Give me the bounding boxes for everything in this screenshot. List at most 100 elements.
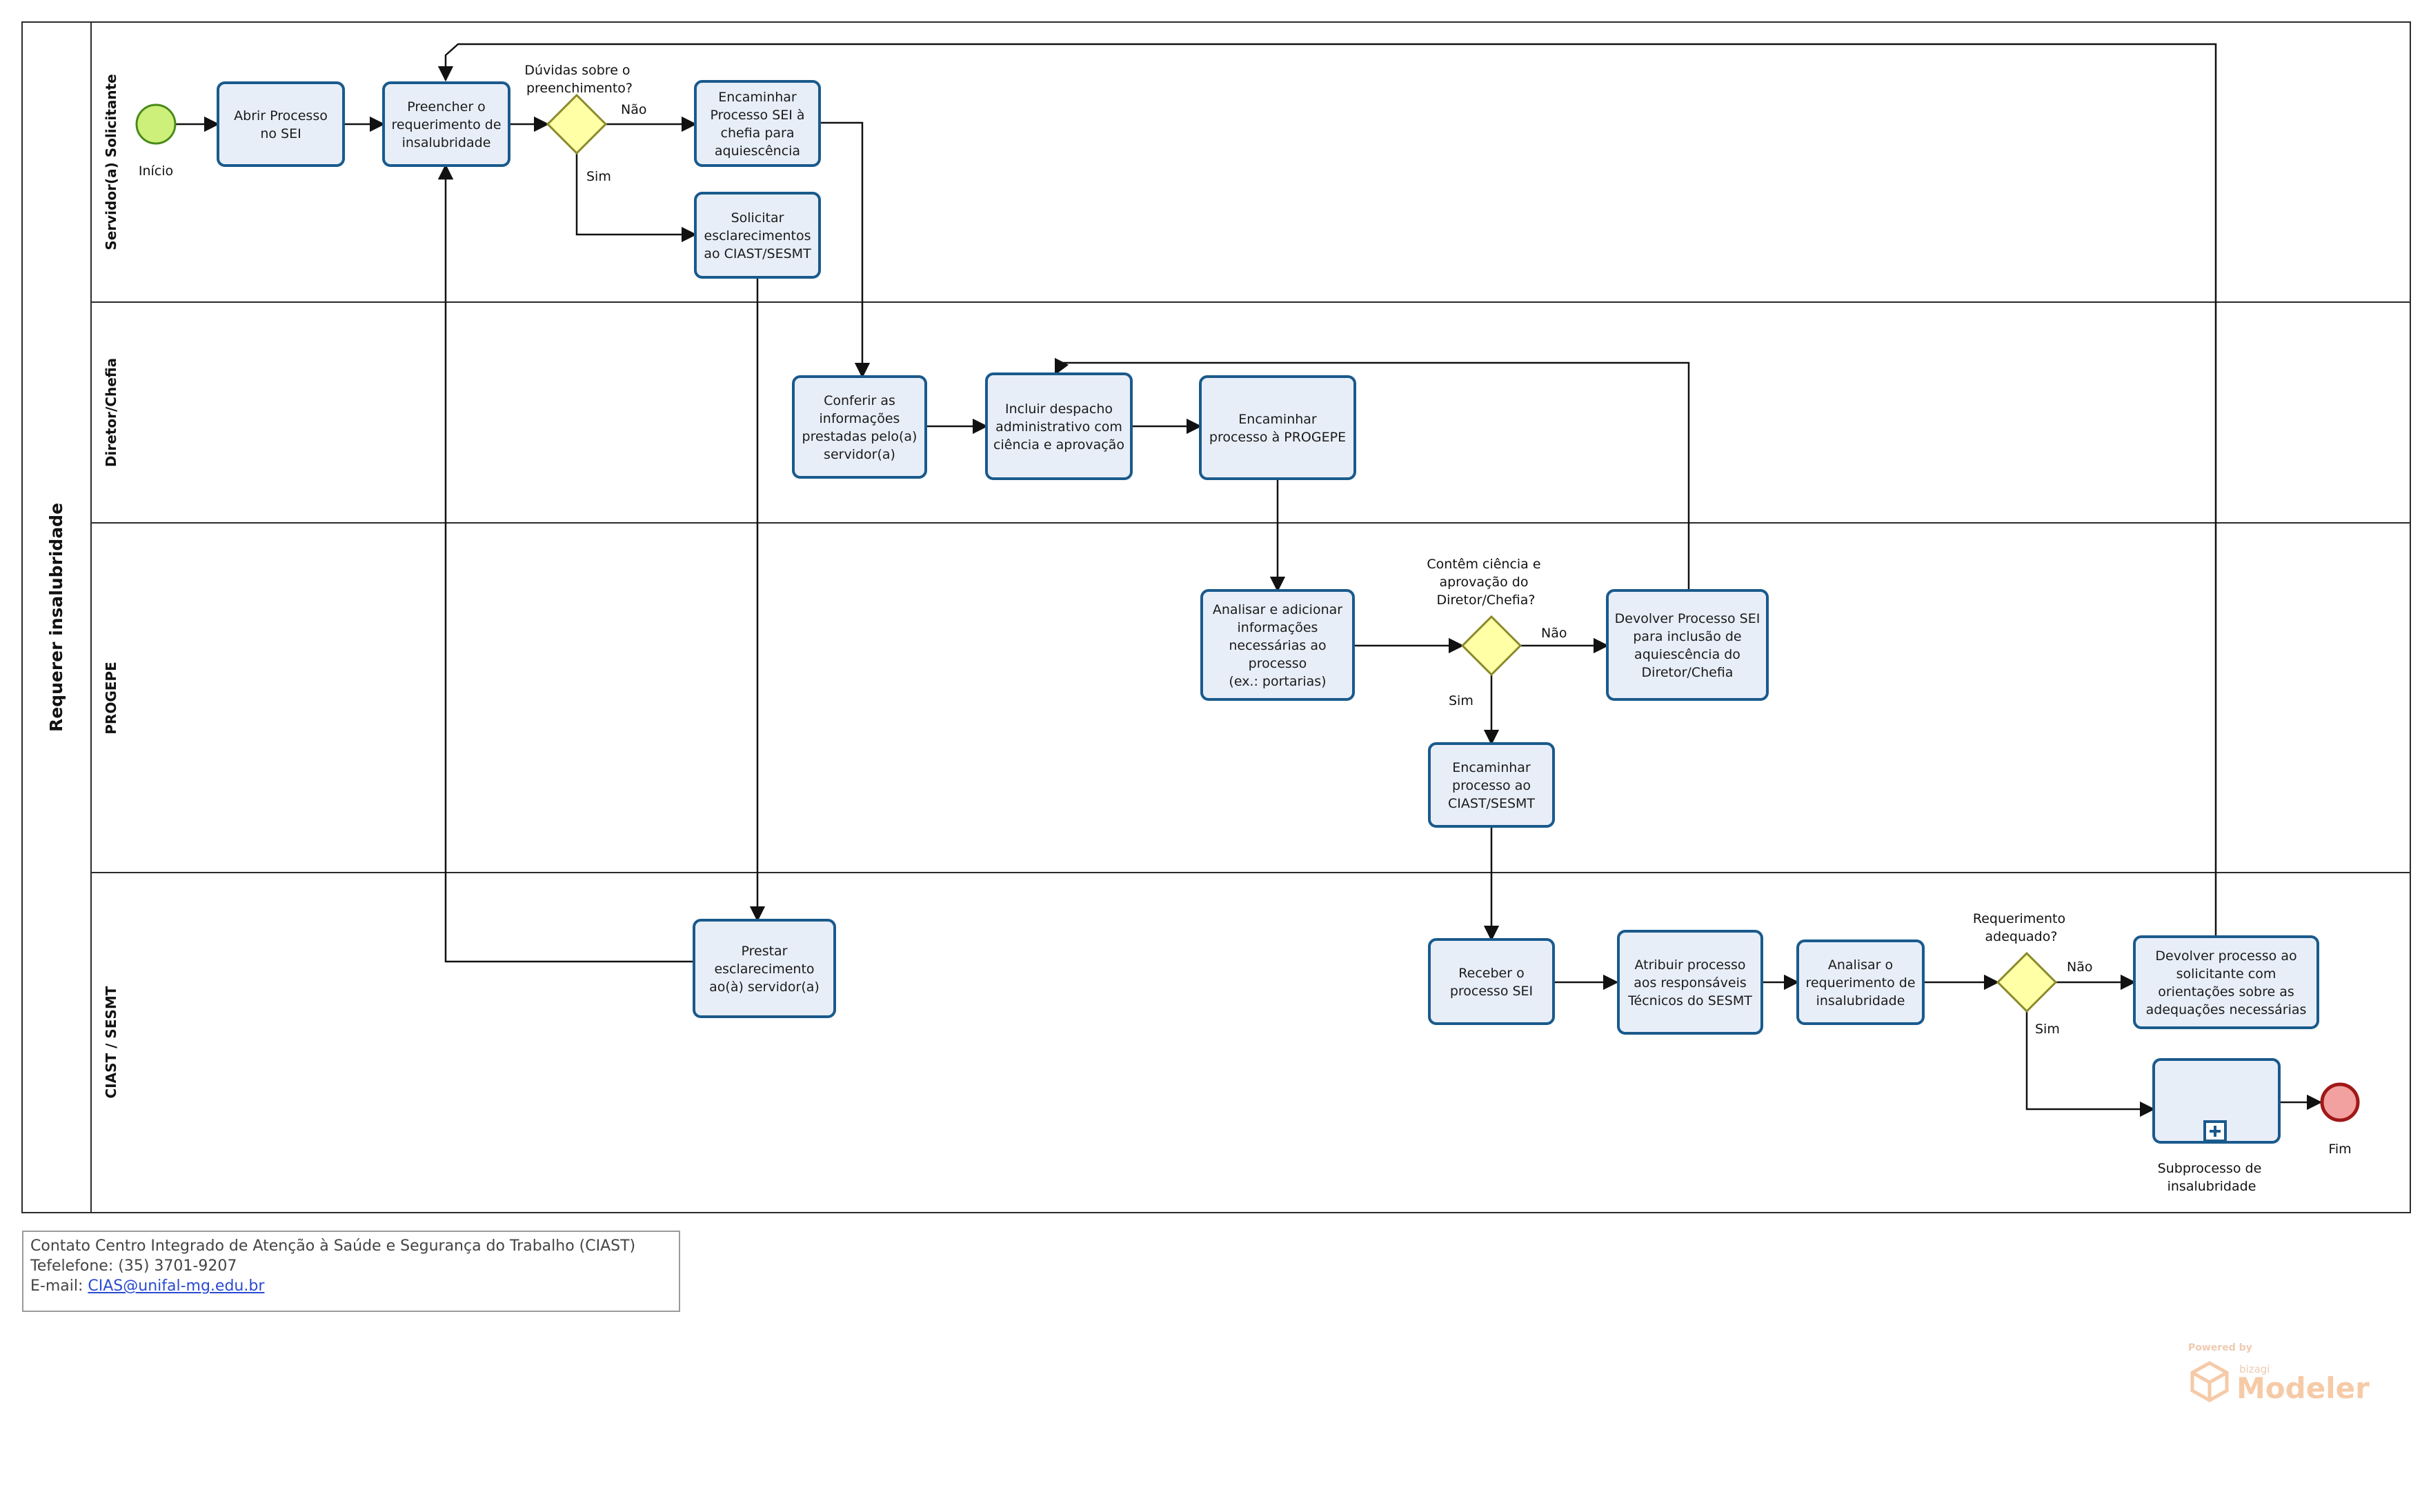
expand-plus-icon[interactable] xyxy=(2203,1120,2227,1142)
start-event[interactable] xyxy=(135,103,177,145)
gateway-duvidas[interactable] xyxy=(546,93,608,155)
task-label-line: Encaminhar xyxy=(1452,760,1531,775)
task-label-line: processo ao xyxy=(1452,778,1531,793)
label-yes-duvidas: Sim xyxy=(586,169,611,184)
task-label-line: adequações necessárias xyxy=(2146,1002,2307,1017)
flow-devolver-preencher xyxy=(437,43,2217,935)
subprocess-insalubridade[interactable] xyxy=(2152,1058,2281,1144)
task-label-line: aquiescência do xyxy=(1634,647,1740,662)
end-event-label: Fim xyxy=(2328,1142,2351,1157)
task-label-line: solicitante com xyxy=(2176,966,2276,982)
bizagi-logo-icon xyxy=(2190,1361,2229,1402)
contact-email-line: E-mail: CIAS@unifal-mg.edu.br xyxy=(30,1276,672,1296)
watermark-powered-by: Powered by xyxy=(2188,1342,2252,1353)
task-label-line: Analisar o xyxy=(1828,957,1893,973)
task-label-line: chefia para xyxy=(721,126,795,141)
task-label: Analisar o requerimento de insalubridade xyxy=(1805,957,1915,1008)
gateway-contem[interactable] xyxy=(1460,615,1522,677)
task-label-line: aos responsáveis xyxy=(1634,975,1747,991)
task-label-line: aquiescência xyxy=(715,143,800,159)
task-label-line: ao(à) servidor(a) xyxy=(709,979,820,995)
flow-prestar-preencher xyxy=(437,163,694,963)
task-label-line: (ex.: portarias) xyxy=(1229,674,1326,689)
lane-title-diretor: Diretor/Chefia xyxy=(103,358,119,467)
lane-title-solicitante: Servidor(a) Solicitante xyxy=(103,74,119,250)
flow-gateway-yes xyxy=(575,153,697,243)
pool-title: Requerer insalubridade xyxy=(46,503,66,732)
task-label-line: Conferir as xyxy=(824,393,895,408)
task-analisar-requerimento[interactable]: Analisar o requerimento de insalubridade xyxy=(1796,939,1925,1025)
task-label-line: para inclusão de xyxy=(1633,629,1741,644)
lane-title-progepe: PROGEPE xyxy=(103,662,119,734)
gateway-adequado-label: Requerimento adequado? xyxy=(1973,911,2070,944)
task-label-line: Processo SEI à xyxy=(710,108,804,123)
gateway-duvidas-label: Dúvidas sobre o preenchimento? xyxy=(524,63,634,96)
task-label-line: Prestar xyxy=(741,944,787,959)
task-label-line: Solicitar xyxy=(731,210,784,226)
label-no-duvidas: Não xyxy=(621,102,646,117)
task-devolver-diretor[interactable]: Devolver Processo SEI para inclusão de aqu… xyxy=(1606,589,1769,701)
task-label-line: esclarecimento xyxy=(714,962,814,977)
task-label-line: Devolver Processo SEI xyxy=(1615,611,1760,626)
task-label-line: requerimento de xyxy=(1805,975,1915,991)
bizagi-watermark: Powered by bizagi Modeler xyxy=(2188,1342,2370,1411)
pool-frame xyxy=(21,21,2411,1213)
contact-email-prefix: E-mail: xyxy=(30,1277,88,1295)
task-label-line: servidor(a) xyxy=(824,447,895,462)
end-event[interactable] xyxy=(2320,1082,2360,1122)
task-label-line: insalubridade xyxy=(1816,993,1905,1008)
contact-phone: Tefelefone: (35) 3701-9207 xyxy=(30,1257,237,1275)
task-label-line: informações xyxy=(820,411,900,426)
task-label-line: necessárias ao xyxy=(1229,638,1326,653)
task-label-line: administrativo com xyxy=(995,419,1122,435)
contact-title: Contato Centro Integrado de Atenção à Sa… xyxy=(30,1237,636,1255)
gateway-contem-label: Contêm ciência e aprovação do Diretor/Ch… xyxy=(1427,557,1545,608)
task-label-line: Analisar e adicionar xyxy=(1213,602,1342,617)
task-label-line: processo à PROGEPE xyxy=(1209,430,1346,445)
task-label-line: Técnicos do SESMT xyxy=(1627,993,1752,1008)
task-label-line: processo xyxy=(1249,656,1307,671)
task-prestar-esclarecimento[interactable]: Prestar esclarecimento ao(à) servidor(a) xyxy=(693,919,836,1018)
label-no-adequado: Não xyxy=(2067,959,2092,975)
flow-chefia-conferir xyxy=(820,121,871,379)
label-no-contem: Não xyxy=(1541,626,1567,641)
task-label-line: Encaminhar xyxy=(718,90,797,105)
gateway-adequado[interactable] xyxy=(1996,951,2058,1013)
contact-email-link[interactable]: CIAS@unifal-mg.edu.br xyxy=(88,1277,265,1295)
task-label-line: requerimento de xyxy=(391,117,501,132)
task-label-line: no SEI xyxy=(260,126,301,141)
task-label-line: Devolver processo ao xyxy=(2155,948,2296,964)
task-label: Devolver Processo SEI para inclusão de aqu… xyxy=(1615,611,1760,680)
task-label-line: esclarecimentos xyxy=(704,228,811,243)
task-label-line: processo SEI xyxy=(1450,984,1533,999)
task-label-line: Incluir despacho xyxy=(1005,401,1113,417)
lane-title-ciast: CIAST / SESMT xyxy=(103,986,119,1098)
task-label-line: Preencher o xyxy=(407,99,486,115)
task-label-line: Atribuir processo xyxy=(1634,957,1745,973)
watermark-brand-small: bizagi xyxy=(2239,1363,2270,1375)
task-label: Prestar esclarecimento ao(à) servidor(a) xyxy=(709,944,820,995)
